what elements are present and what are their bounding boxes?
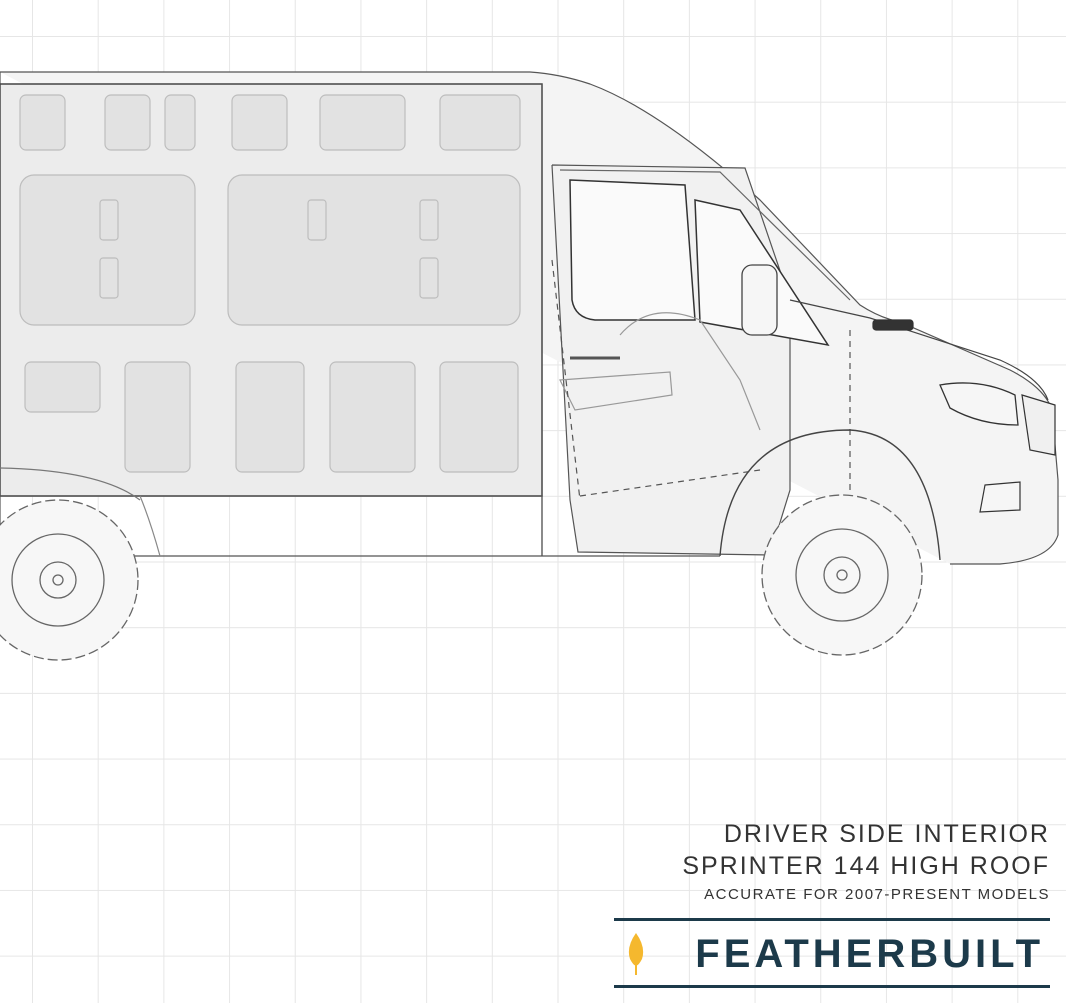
caption-note: ACCURATE FOR 2007-PRESENT MODELS [704, 886, 1050, 903]
brand-name: FEATHERBUILT [695, 932, 1044, 976]
feather-icon [628, 933, 644, 975]
headlight [939, 382, 1019, 426]
caption-model: SPRINTER 144 HIGH ROOF [682, 852, 1050, 880]
front-wheel [761, 494, 923, 656]
side-window [569, 179, 696, 321]
brand-logo: FEATHERBUILT [614, 918, 1050, 988]
hood [789, 299, 1049, 401]
caption-title: DRIVER SIDE INTERIOR [723, 820, 1050, 848]
rear-wheel [0, 499, 139, 661]
diagram-caption: DRIVER SIDE INTERIOR SPRINTER 144 HIGH R… [682, 818, 1050, 906]
